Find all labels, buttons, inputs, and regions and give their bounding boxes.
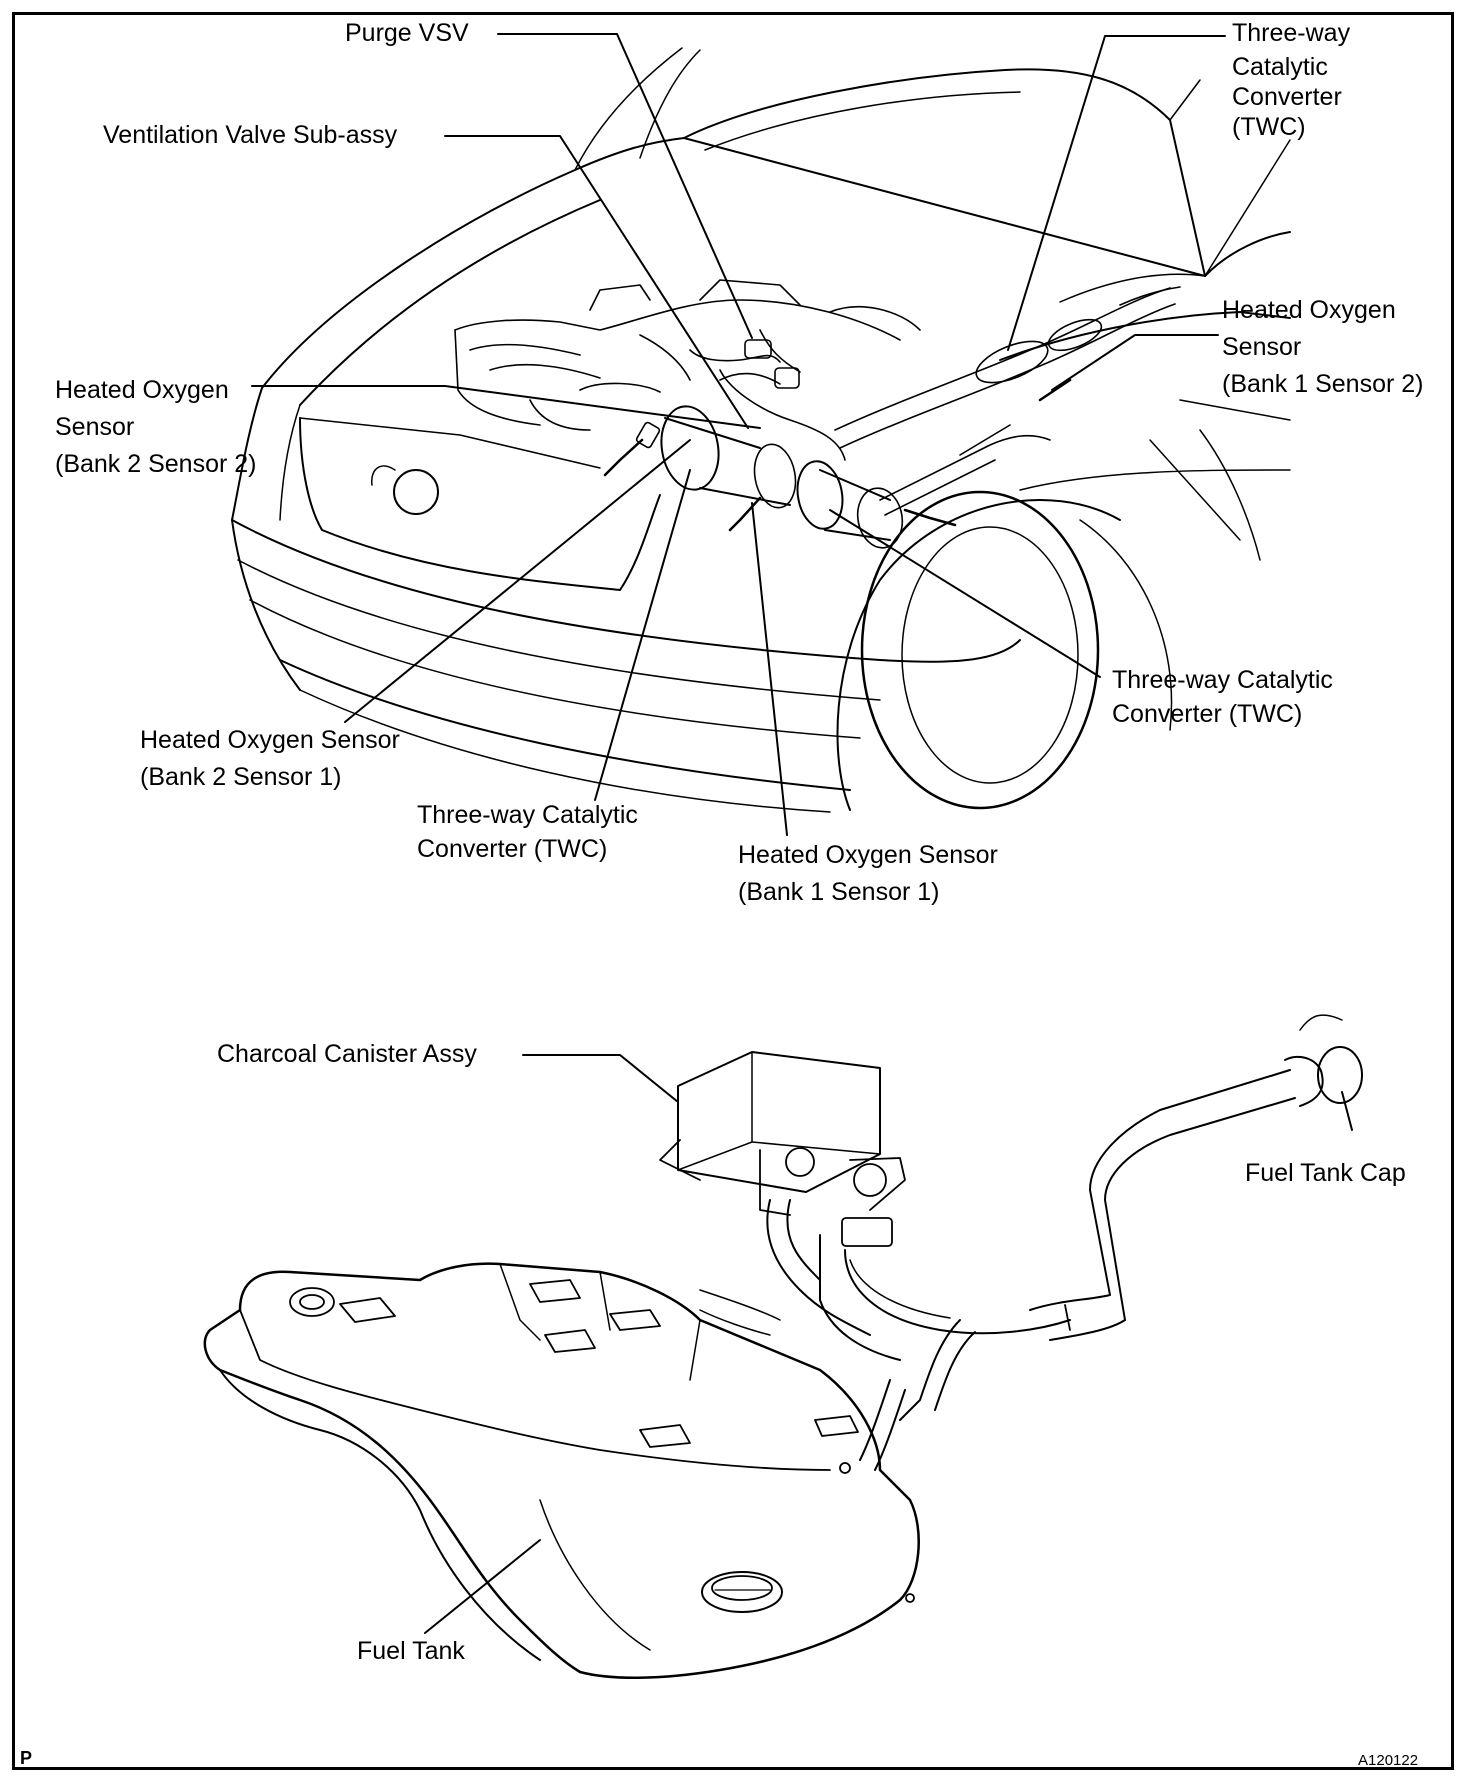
- label-line: (Bank 2 Sensor 2): [55, 450, 257, 478]
- label-hos-bank2-sensor2: Heated Oxygen Sensor (Bank 2 Sensor 2): [55, 372, 257, 483]
- label-line: (Bank 1 Sensor 1): [738, 878, 940, 906]
- label-line: Converter (TWC): [417, 835, 608, 863]
- label-twc-center: Three-way Catalytic Converter (TWC): [417, 797, 638, 864]
- label-purge-vsv: Purge VSV: [345, 19, 469, 47]
- lower-leader-lines: [424, 1054, 1353, 1634]
- car-body: [231, 47, 1291, 813]
- label-twc-top: Three-way Catalytic Converter (TWC): [1232, 15, 1350, 142]
- label-line: (Bank 2 Sensor 1): [140, 763, 342, 791]
- label-line: Heated Oxygen Sensor: [140, 726, 400, 754]
- engine-assembly: [454, 279, 1181, 549]
- label-fuel-tank: Fuel Tank: [357, 1637, 465, 1665]
- label-line: (TWC): [1232, 113, 1306, 141]
- label-hos-bank1-sensor2: Heated Oxygen Sensor (Bank 1 Sensor 2): [1222, 292, 1424, 403]
- label-line: Three-way Catalytic: [1112, 666, 1333, 694]
- label-line: Sensor: [55, 413, 135, 441]
- fuel-system: [203, 1014, 1363, 1679]
- label-line: (Bank 1 Sensor 2): [1222, 370, 1424, 398]
- label-line: Three-way: [1232, 19, 1351, 47]
- label-line: Converter (TWC): [1112, 700, 1303, 728]
- label-line: Three-way Catalytic: [417, 801, 638, 829]
- label-line: Converter: [1232, 83, 1342, 111]
- label-line: Heated Oxygen: [1222, 296, 1396, 324]
- label-charcoal-canister: Charcoal Canister Assy: [217, 1040, 477, 1068]
- label-hos-bank1-sensor1: Heated Oxygen Sensor (Bank 1 Sensor 1): [738, 837, 998, 911]
- label-ventilation-valve: Ventilation Valve Sub-assy: [103, 121, 398, 149]
- diagram-frame: [12, 12, 1454, 1770]
- label-line: Heated Oxygen Sensor: [738, 841, 998, 869]
- label-hos-bank2-sensor1: Heated Oxygen Sensor (Bank 2 Sensor 1): [140, 722, 400, 796]
- figure-code: A120122: [1358, 1752, 1419, 1769]
- upper-leader-lines: [251, 33, 1226, 836]
- label-twc-right: Three-way Catalytic Converter (TWC): [1112, 662, 1333, 729]
- corner-mark: P: [20, 1748, 33, 1768]
- label-line: Sensor: [1222, 333, 1302, 361]
- label-line: Heated Oxygen: [55, 376, 229, 404]
- label-line: Catalytic: [1232, 53, 1328, 81]
- label-fuel-tank-cap: Fuel Tank Cap: [1245, 1159, 1406, 1187]
